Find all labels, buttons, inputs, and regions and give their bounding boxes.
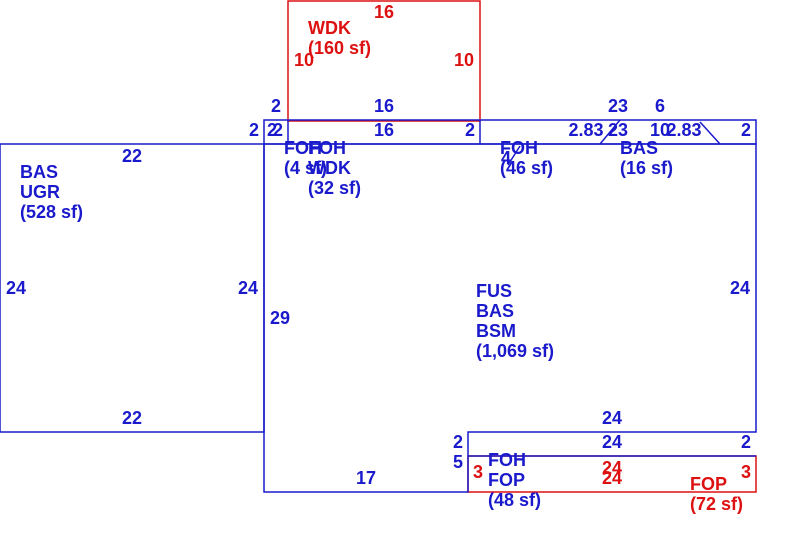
area-label-ugr: BAS UGR (528 sf): [20, 162, 83, 222]
dim-strip: 23: [608, 96, 628, 116]
svg-text:(46 sf): (46 sf): [500, 158, 553, 178]
strip-diagonal: [599, 119, 621, 145]
dim-fop: 24: [602, 458, 622, 478]
svg-text:(528 sf): (528 sf): [20, 202, 83, 222]
svg-text:(1,069 sf): (1,069 sf): [476, 341, 554, 361]
area-label-foh-mid: FOH (46 sf): [500, 138, 553, 178]
area-label-wdk-top: WDK (160 sf): [308, 18, 371, 58]
dim-step: 24: [602, 432, 622, 452]
dim-strip: 2.83: [568, 120, 603, 140]
dim-step: 2: [741, 432, 751, 452]
svg-text:(32 sf): (32 sf): [308, 178, 361, 198]
area-label-fop: FOP (72 sf): [690, 474, 743, 514]
dim-wdk-left: 10: [294, 50, 314, 70]
dim-strip: 2.83: [666, 120, 701, 140]
dim-strip: 2: [273, 120, 283, 140]
dim-strip: 2: [249, 120, 259, 140]
svg-text:FOH: FOH: [488, 450, 526, 470]
svg-text:UGR: UGR: [20, 182, 60, 202]
dim-wdk-top: 16: [374, 2, 394, 22]
svg-text:BAS: BAS: [476, 301, 514, 321]
dim-strip: 2: [267, 120, 277, 140]
foh-marker: [507, 145, 521, 166]
svg-text:BSM: BSM: [476, 321, 516, 341]
svg-text:FOH: FOH: [308, 138, 346, 158]
svg-text:(160 sf): (160 sf): [308, 38, 371, 58]
svg-text:BAS: BAS: [20, 162, 58, 182]
strip-diagonal: [699, 121, 721, 145]
area-label-main: FUS BAS BSM (1,069 sf): [476, 281, 554, 361]
svg-text:(72 sf): (72 sf): [690, 494, 743, 514]
svg-text:FUS: FUS: [476, 281, 512, 301]
upper-strip-outline: [263, 119, 757, 145]
dim-strip: 16: [374, 120, 394, 140]
svg-text:BAS: BAS: [620, 138, 658, 158]
svg-text:FOP: FOP: [690, 474, 727, 494]
dim-strip: 10: [650, 120, 670, 140]
dim-ugr-bottom: 22: [122, 408, 142, 428]
dim-strip: 23: [608, 120, 628, 140]
dim-main-bottom: 17: [356, 468, 376, 488]
svg-text:WDK: WDK: [308, 18, 351, 38]
svg-text:(16 sf): (16 sf): [620, 158, 673, 178]
dim-step: 2: [453, 432, 463, 452]
svg-text:(48 sf): (48 sf): [488, 490, 541, 510]
dim-step: 5: [453, 452, 463, 472]
dim-step: 24: [602, 408, 622, 428]
area-label-foh-fop: FOH FOP (48 sf): [488, 450, 541, 510]
area-label-bas-small: BAS (16 sf): [620, 138, 673, 178]
dim-fop: 24: [602, 468, 622, 488]
dim-strip: 2: [271, 96, 281, 116]
dim-strip: 2: [741, 120, 751, 140]
dim-ugr-left: 24: [6, 278, 26, 298]
wdk-outline: [287, 0, 481, 122]
dim-main-left: 29: [270, 308, 290, 328]
dim-ugr-right: 24: [238, 278, 258, 298]
svg-text:(4 sf): (4 sf): [284, 158, 327, 178]
dim-ugr-top: 22: [122, 146, 142, 166]
dim-fop: 3: [741, 462, 751, 482]
dim-wdk-right: 10: [454, 50, 474, 70]
dim-strip: 6: [655, 96, 665, 116]
area-label-foh-small: FOH (4 sf): [284, 138, 327, 178]
svg-text:FOP: FOP: [488, 470, 525, 490]
svg-text:FOH: FOH: [284, 138, 322, 158]
dim-main-right: 24: [730, 278, 750, 298]
area-label-wdk-small: FOH WDK (32 sf): [308, 138, 361, 198]
dim-strip: 16: [374, 96, 394, 116]
dim-fop: 3: [473, 462, 483, 482]
svg-text:WDK: WDK: [308, 158, 351, 178]
dim-strip: 2: [465, 120, 475, 140]
dim-foh-4: 4: [501, 148, 511, 168]
svg-text:FOH: FOH: [500, 138, 538, 158]
